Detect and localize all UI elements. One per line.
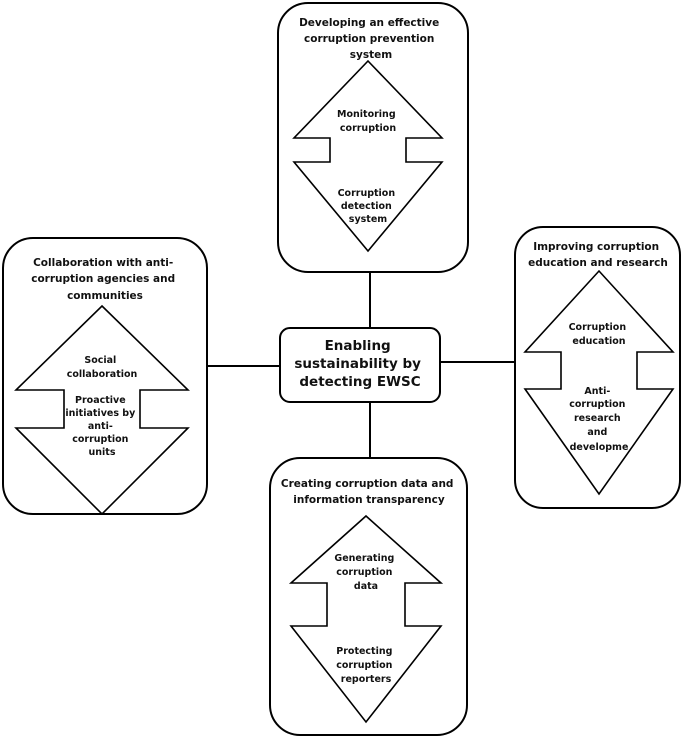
box-left-upper-text: Social collaboration	[67, 355, 138, 380]
double-arrow-right	[523, 269, 675, 496]
box-bottom-title: Creating corruption data and information…	[281, 478, 457, 506]
box-right-upper-text: Corruption education	[569, 322, 630, 347]
box-right: Improving corruption education and resea…	[514, 226, 681, 509]
center-box-text: Enabling sustainability by detecting EWS…	[294, 338, 425, 390]
box-left-title: Collaboration with anti- corruption agen…	[31, 257, 179, 302]
double-arrow-bottom	[288, 514, 444, 724]
box-bottom-upper-text: Generating corruption data	[334, 553, 397, 592]
box-top-title: Developing an effective corruption preve…	[299, 17, 443, 61]
box-top: Developing an effective corruption preve…	[277, 2, 469, 273]
box-top-lower-text: Corruption detection system	[338, 188, 399, 225]
box-right-lower-text: Anti- corruption research and developme	[569, 386, 629, 453]
center-box-frame	[279, 327, 441, 403]
box-top-upper-text: Monitoring corruption	[337, 109, 399, 134]
box-left: Collaboration with anti- corruption agen…	[2, 237, 208, 516]
center-box: Enabling sustainability by detecting EWS…	[279, 327, 441, 403]
box-bottom: Creating corruption data and information…	[269, 457, 468, 736]
box-bottom-lower-text: Protecting corruption reporters	[336, 646, 396, 685]
double-arrow-left	[14, 304, 190, 516]
double-arrow-top	[292, 59, 444, 253]
box-left-lower-text: Proactive initiatives by anti- corruptio…	[65, 395, 138, 458]
box-right-title: Improving corruption education and resea…	[528, 241, 668, 269]
